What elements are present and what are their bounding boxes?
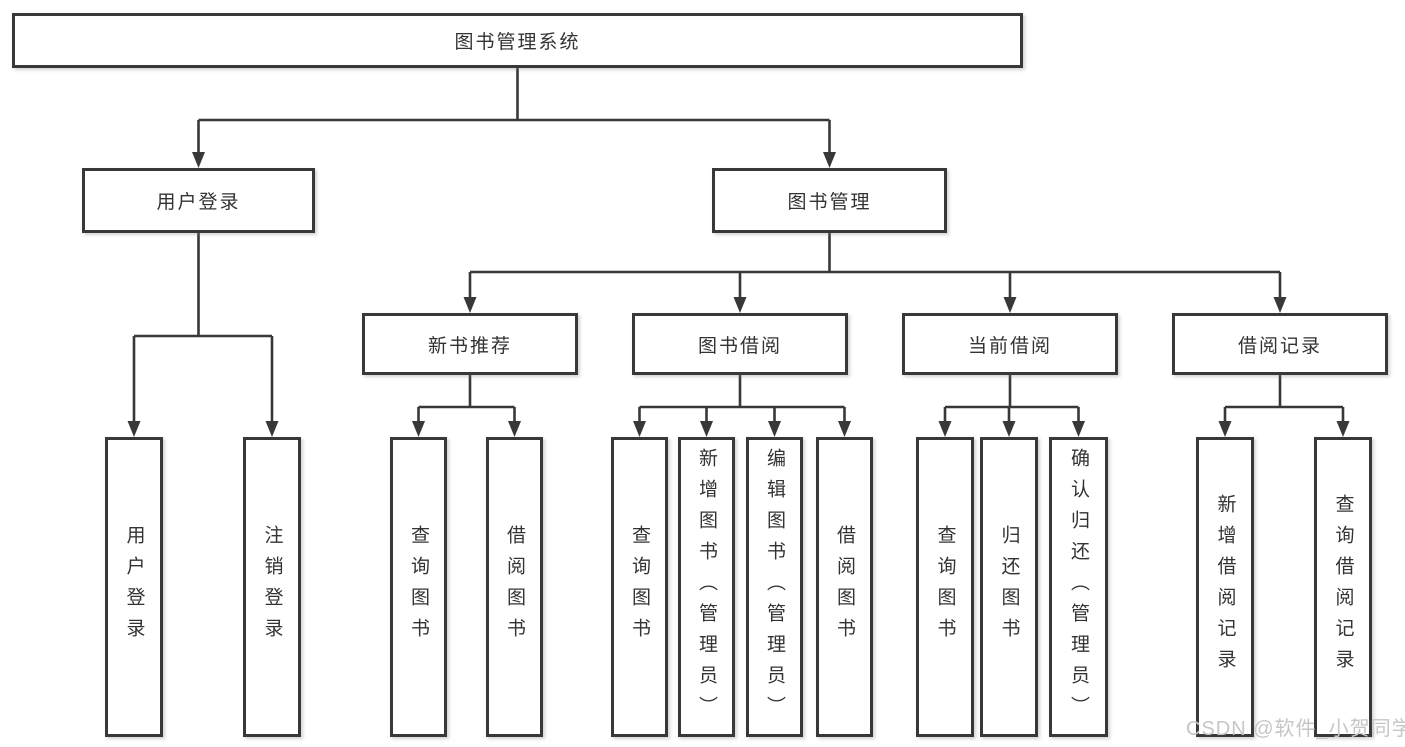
leaf-edit-books-admin-label: 编辑图书（管理员） — [764, 447, 785, 727]
leaf-add-books-admin: 新增图书（管理员） — [678, 437, 735, 737]
leaf-query-books-borrowing-label: 查询图书 — [629, 525, 650, 649]
leaf-query-books-borrowing: 查询图书 — [611, 437, 668, 737]
leaf-borrow-books-recommend: 借阅图书 — [486, 437, 543, 737]
leaf-add-borrow-record-label: 新增借阅记录 — [1214, 494, 1236, 680]
leaf-borrow-books-recommend-label: 借阅图书 — [504, 525, 525, 649]
node-user-login: 用户登录 — [82, 168, 315, 233]
leaf-add-books-admin-label: 新增图书（管理员） — [696, 447, 717, 727]
node-user-login-label: 用户登录 — [156, 192, 241, 213]
node-new-book-recommend: 新书推荐 — [362, 313, 578, 375]
edges-root-to-level2 — [197, 68, 831, 153]
node-borrowing-records-label: 借阅记录 — [1237, 335, 1322, 357]
node-root: 图书管理系统 — [12, 13, 1023, 68]
edges-book-management-to-level3 — [468, 233, 1282, 298]
leaf-user-login-label: 用户登录 — [123, 525, 145, 649]
leaf-user-login: 用户登录 — [105, 437, 163, 737]
node-root-label: 图书管理系统 — [454, 32, 581, 53]
leaf-return-books-label: 归还图书 — [998, 525, 1020, 649]
arrowheads-level3-to-leaves — [412, 421, 1350, 437]
node-current-borrowing: 当前借阅 — [902, 313, 1118, 375]
leaf-borrow-books-borrowing-label: 借阅图书 — [834, 525, 855, 649]
leaf-add-borrow-record: 新增借阅记录 — [1196, 437, 1254, 737]
leaf-edit-books-admin: 编辑图书（管理员） — [746, 437, 803, 737]
edges-level3-to-leaves — [417, 375, 1345, 422]
arrowheads-root-to-level2 — [192, 152, 836, 168]
edges-user-login-to-leaves — [132, 233, 274, 422]
leaf-logout-label: 注销登录 — [261, 525, 283, 649]
leaf-query-books-recommend-label: 查询图书 — [408, 525, 429, 649]
node-book-management: 图书管理 — [712, 168, 947, 233]
leaf-query-books-current: 查询图书 — [916, 437, 974, 737]
node-current-borrowing-label: 当前借阅 — [967, 335, 1052, 357]
leaf-borrow-books-borrowing: 借阅图书 — [816, 437, 873, 737]
node-borrowing-records: 借阅记录 — [1172, 313, 1388, 375]
leaf-confirm-return-admin-label: 确认归还（管理员） — [1068, 447, 1089, 727]
arrowheads-user-login-to-leaves — [127, 421, 279, 437]
node-book-borrowing: 图书借阅 — [632, 313, 848, 375]
leaf-logout: 注销登录 — [243, 437, 301, 737]
leaf-confirm-return-admin: 确认归还（管理员） — [1049, 437, 1108, 737]
node-book-borrowing-label: 图书借阅 — [697, 335, 782, 357]
arrowheads-book-management-to-level3 — [463, 297, 1287, 313]
node-book-management-label: 图书管理 — [787, 192, 872, 213]
leaf-query-books-recommend: 查询图书 — [390, 437, 447, 737]
leaf-query-borrow-record-label: 查询借阅记录 — [1332, 494, 1354, 680]
leaf-query-borrow-record: 查询借阅记录 — [1314, 437, 1372, 737]
watermark: CSDN @软件_小贺同学 — [1186, 718, 1405, 740]
leaf-return-books: 归还图书 — [980, 437, 1038, 737]
leaf-query-books-current-label: 查询图书 — [934, 525, 956, 649]
node-new-book-recommend-label: 新书推荐 — [427, 335, 512, 357]
